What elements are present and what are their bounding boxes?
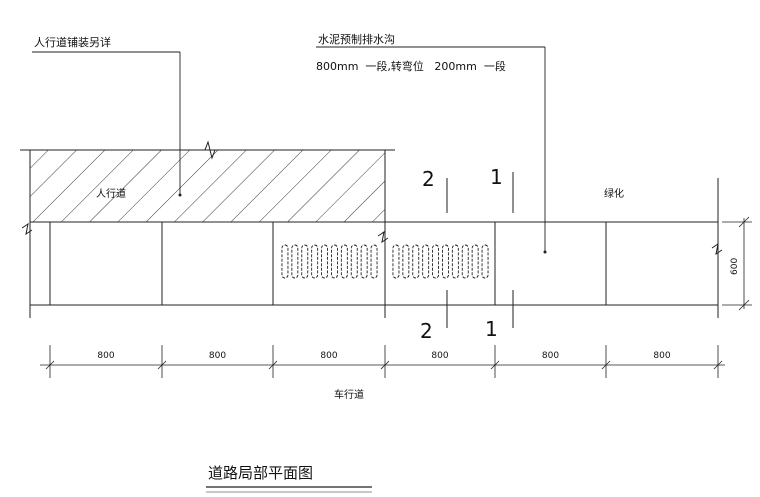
dim-label: 800 — [431, 351, 448, 361]
grate-slot — [291, 244, 299, 279]
carriageway-label: 车行道 — [334, 388, 364, 401]
dim-label: 800 — [542, 351, 559, 361]
dim-tick — [490, 360, 500, 370]
grate-slot — [392, 244, 400, 279]
drain-grates — [281, 244, 489, 279]
grate-slot — [412, 244, 420, 279]
grate-slot — [481, 244, 489, 279]
section-markers: 2 1 2 1 — [420, 165, 514, 343]
drain-title-text: 水泥预制排水沟 — [318, 32, 395, 46]
grate-slot — [402, 244, 410, 279]
sidewalk-block — [29, 149, 386, 223]
section-2-top: 2 — [422, 167, 435, 191]
grate-slot — [432, 244, 439, 279]
grate — [281, 244, 378, 279]
dim-label: 800 — [209, 351, 226, 361]
grate-slot — [360, 244, 368, 279]
horizontal-dimension: 800 800 800 800 800 800 — [40, 345, 725, 378]
drain-spec-text: 800mm 一段,转弯位 200mm 一段 — [316, 59, 506, 73]
drain-spec-leader: 水泥预制排水沟 800mm 一段,转弯位 200mm 一段 — [316, 32, 547, 254]
grate-slot — [442, 244, 449, 279]
grate-slot — [422, 244, 430, 279]
grate-slot — [281, 244, 289, 279]
dim-label: 800 — [97, 351, 114, 361]
section-1-bottom: 1 — [485, 317, 498, 341]
section-1-top: 1 — [490, 165, 503, 189]
grate-slot — [350, 244, 358, 279]
height-dimension: 600 — [722, 216, 752, 311]
dim-label: 800 — [320, 351, 337, 361]
grate-slot — [340, 244, 348, 279]
dim-tick — [601, 360, 611, 370]
greening-label: 绿化 — [604, 187, 624, 200]
segment-dividers — [49, 222, 607, 305]
dim-tick — [157, 360, 167, 370]
grate — [392, 244, 489, 279]
dim-label: 800 — [653, 351, 670, 361]
grate-slot — [370, 244, 378, 279]
paving-detail-leader: 人行道铺装另详 — [32, 35, 182, 197]
grate-slot — [321, 244, 328, 279]
grate-slot — [461, 244, 469, 279]
dim-tick — [380, 360, 390, 370]
sidewalk-label: 人行道 — [96, 187, 126, 200]
paving-detail-text: 人行道铺装另详 — [34, 35, 111, 49]
dim-tick — [268, 360, 278, 370]
height-label: 600 — [730, 258, 740, 275]
grate-slot — [301, 244, 309, 279]
grate-slot — [311, 244, 319, 279]
drawing-title: 道路局部平面图 — [208, 464, 313, 482]
grate-slot — [471, 244, 479, 279]
section-2-bottom: 2 — [420, 319, 433, 343]
dim-tick — [45, 360, 55, 370]
grate-slot — [331, 244, 338, 279]
break-mark-right — [711, 242, 723, 256]
dim-tick — [713, 360, 723, 370]
break-mark-left — [21, 222, 33, 236]
break-mark-top — [200, 140, 220, 160]
grate-slot — [451, 244, 459, 279]
break-mark-mid — [377, 230, 389, 244]
